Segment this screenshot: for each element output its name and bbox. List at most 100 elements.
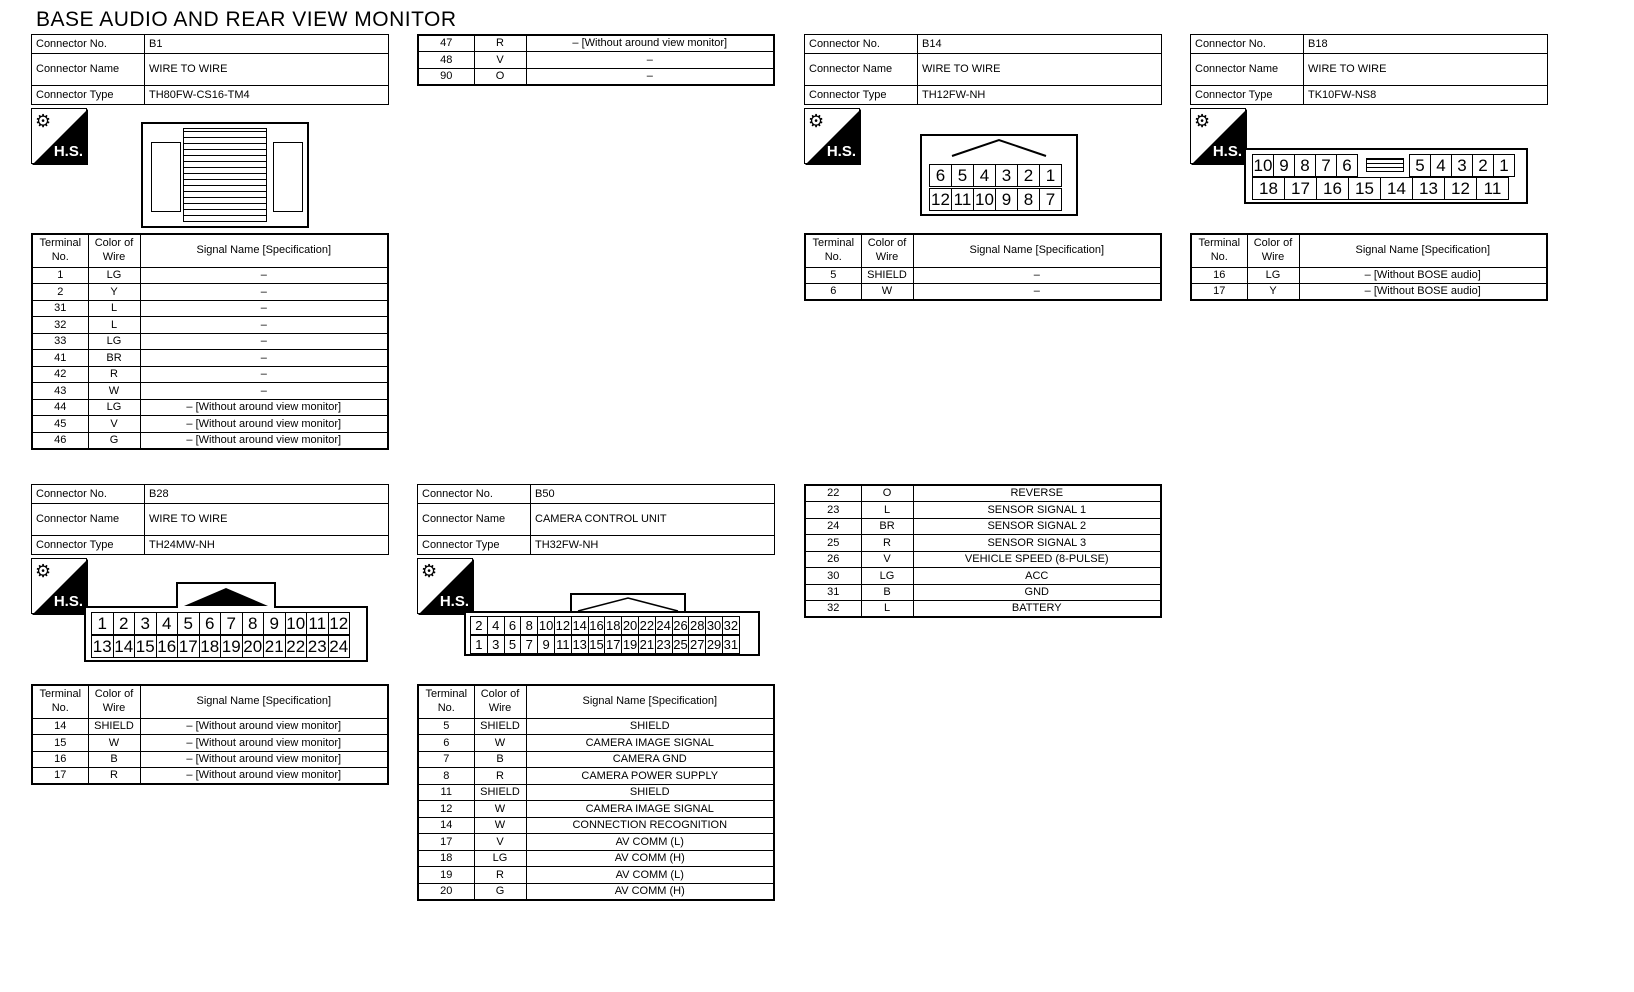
wire-color-cell: O: [473, 67, 527, 85]
wire-color-cell: V: [87, 415, 141, 433]
connector-type: TH24MW-NH: [144, 535, 389, 555]
conn-type-label: Connector Type: [417, 535, 531, 555]
connector-name: WIRE TO WIRE: [144, 503, 389, 536]
signal-name-cell: AV COMM (H): [525, 849, 775, 867]
signal-name-cell: CAMERA IMAGE SIGNAL: [525, 734, 775, 752]
color-header: Color of Wire: [87, 684, 141, 719]
connector-pin: 3: [134, 612, 157, 635]
connector-pin: 6: [1336, 154, 1358, 177]
terminal-no-cell: 33: [31, 332, 89, 350]
wire-color-cell: L: [860, 501, 914, 519]
connector-pin: 11: [951, 188, 974, 211]
connector-pin: 14: [570, 616, 589, 635]
signal-header: Signal Name [Specification]: [139, 233, 389, 268]
signal-name-cell: –: [912, 283, 1162, 301]
wire-color-cell: R: [87, 767, 141, 785]
connector-pin: 7: [1315, 154, 1337, 177]
signal-name-cell: –: [525, 67, 775, 85]
signal-name-cell: – [Without around view monitor]: [139, 717, 389, 735]
signal-name-cell: SHIELD: [525, 717, 775, 735]
terminal-header: Terminal No.: [417, 684, 475, 719]
connector-pin: 8: [520, 616, 539, 635]
connector-pin: 4: [155, 612, 178, 635]
signal-header: Signal Name [Specification]: [912, 233, 1162, 268]
connector-pin: 24: [327, 635, 350, 658]
b50-lock-tab: [570, 593, 686, 613]
hs-label: H.S.: [53, 143, 83, 160]
connector-pin: 7: [220, 612, 243, 635]
signal-name-cell: – [Without around view monitor]: [139, 750, 389, 768]
hs-label: H.S.: [439, 593, 469, 610]
terminal-no-cell: 41: [31, 349, 89, 367]
connector-pin: 6: [198, 612, 221, 635]
connector-name: WIRE TO WIRE: [917, 53, 1162, 86]
b14-signal-table: Terminal No. Color of Wire Signal Name […: [804, 233, 1162, 301]
connector-pin: 17: [604, 635, 623, 654]
connector-pin: 3: [1451, 154, 1473, 177]
connector-pin: 4: [1430, 154, 1452, 177]
connector-pin: 13: [570, 635, 589, 654]
signal-name-cell: –: [139, 299, 389, 317]
connector-pin: 10: [973, 188, 996, 211]
wire-color-cell: L: [87, 316, 141, 334]
connector-pin: 4: [973, 164, 996, 187]
connector-pin: 6: [503, 616, 522, 635]
wire-color-cell: Y: [1246, 283, 1300, 301]
color-header: Color of Wire: [1246, 233, 1300, 268]
signal-name-cell: AV COMM (L): [525, 833, 775, 851]
wire-color-cell: LG: [1246, 266, 1300, 284]
terminal-header: Terminal No.: [31, 233, 89, 268]
b50-lock-arrow: [577, 597, 679, 612]
connector-pin: 20: [621, 616, 639, 635]
connector-pin: 5: [951, 164, 974, 187]
terminal-no-cell: 16: [1190, 266, 1248, 284]
connector-pin: 2: [470, 616, 488, 635]
color-header: Color of Wire: [87, 233, 141, 268]
hs-triangle: [32, 559, 88, 615]
terminal-no-cell: 48: [417, 51, 475, 69]
terminal-no-cell: 47: [417, 34, 475, 52]
connector-b1-face: [141, 122, 309, 228]
b14-lock-tab: [951, 138, 1047, 157]
wire-color-cell: R: [473, 34, 527, 52]
connector-pin: 23: [306, 635, 329, 658]
terminal-no-cell: 5: [804, 266, 862, 284]
conn-no-label: Connector No.: [804, 34, 918, 54]
terminal-no-cell: 32: [31, 316, 89, 334]
signal-name-cell: CONNECTION RECOGNITION: [525, 816, 775, 834]
connector-pin: 8: [1294, 154, 1316, 177]
signal-name-cell: –: [139, 266, 389, 284]
wire-color-cell: LG: [87, 332, 141, 350]
signal-name-cell: –: [139, 332, 389, 350]
connector-pin: 21: [263, 635, 286, 658]
signal-name-cell: –: [139, 365, 389, 383]
terminal-header: Terminal No.: [1190, 233, 1248, 268]
connector-pin: 21: [637, 635, 656, 654]
connector-type: TH12FW-NH: [917, 85, 1162, 105]
terminal-no-cell: 2: [31, 283, 89, 301]
connector-name: WIRE TO WIRE: [1303, 53, 1548, 86]
connector-pin: 9: [263, 612, 286, 635]
wire-color-cell: BR: [860, 517, 914, 535]
signal-name-cell: SENSOR SIGNAL 1: [912, 501, 1162, 519]
connector-pin: 2: [1472, 154, 1494, 177]
terminal-no-cell: 26: [804, 550, 862, 568]
connector-pin: 1: [1493, 154, 1515, 177]
terminal-no-cell: 7: [417, 750, 475, 768]
b28-lock-arrow: [184, 588, 268, 606]
signal-name-cell: SENSOR SIGNAL 3: [912, 534, 1162, 552]
signal-name-cell: VEHICLE SPEED (8-PULSE): [912, 550, 1162, 568]
wire-color-cell: B: [860, 583, 914, 601]
